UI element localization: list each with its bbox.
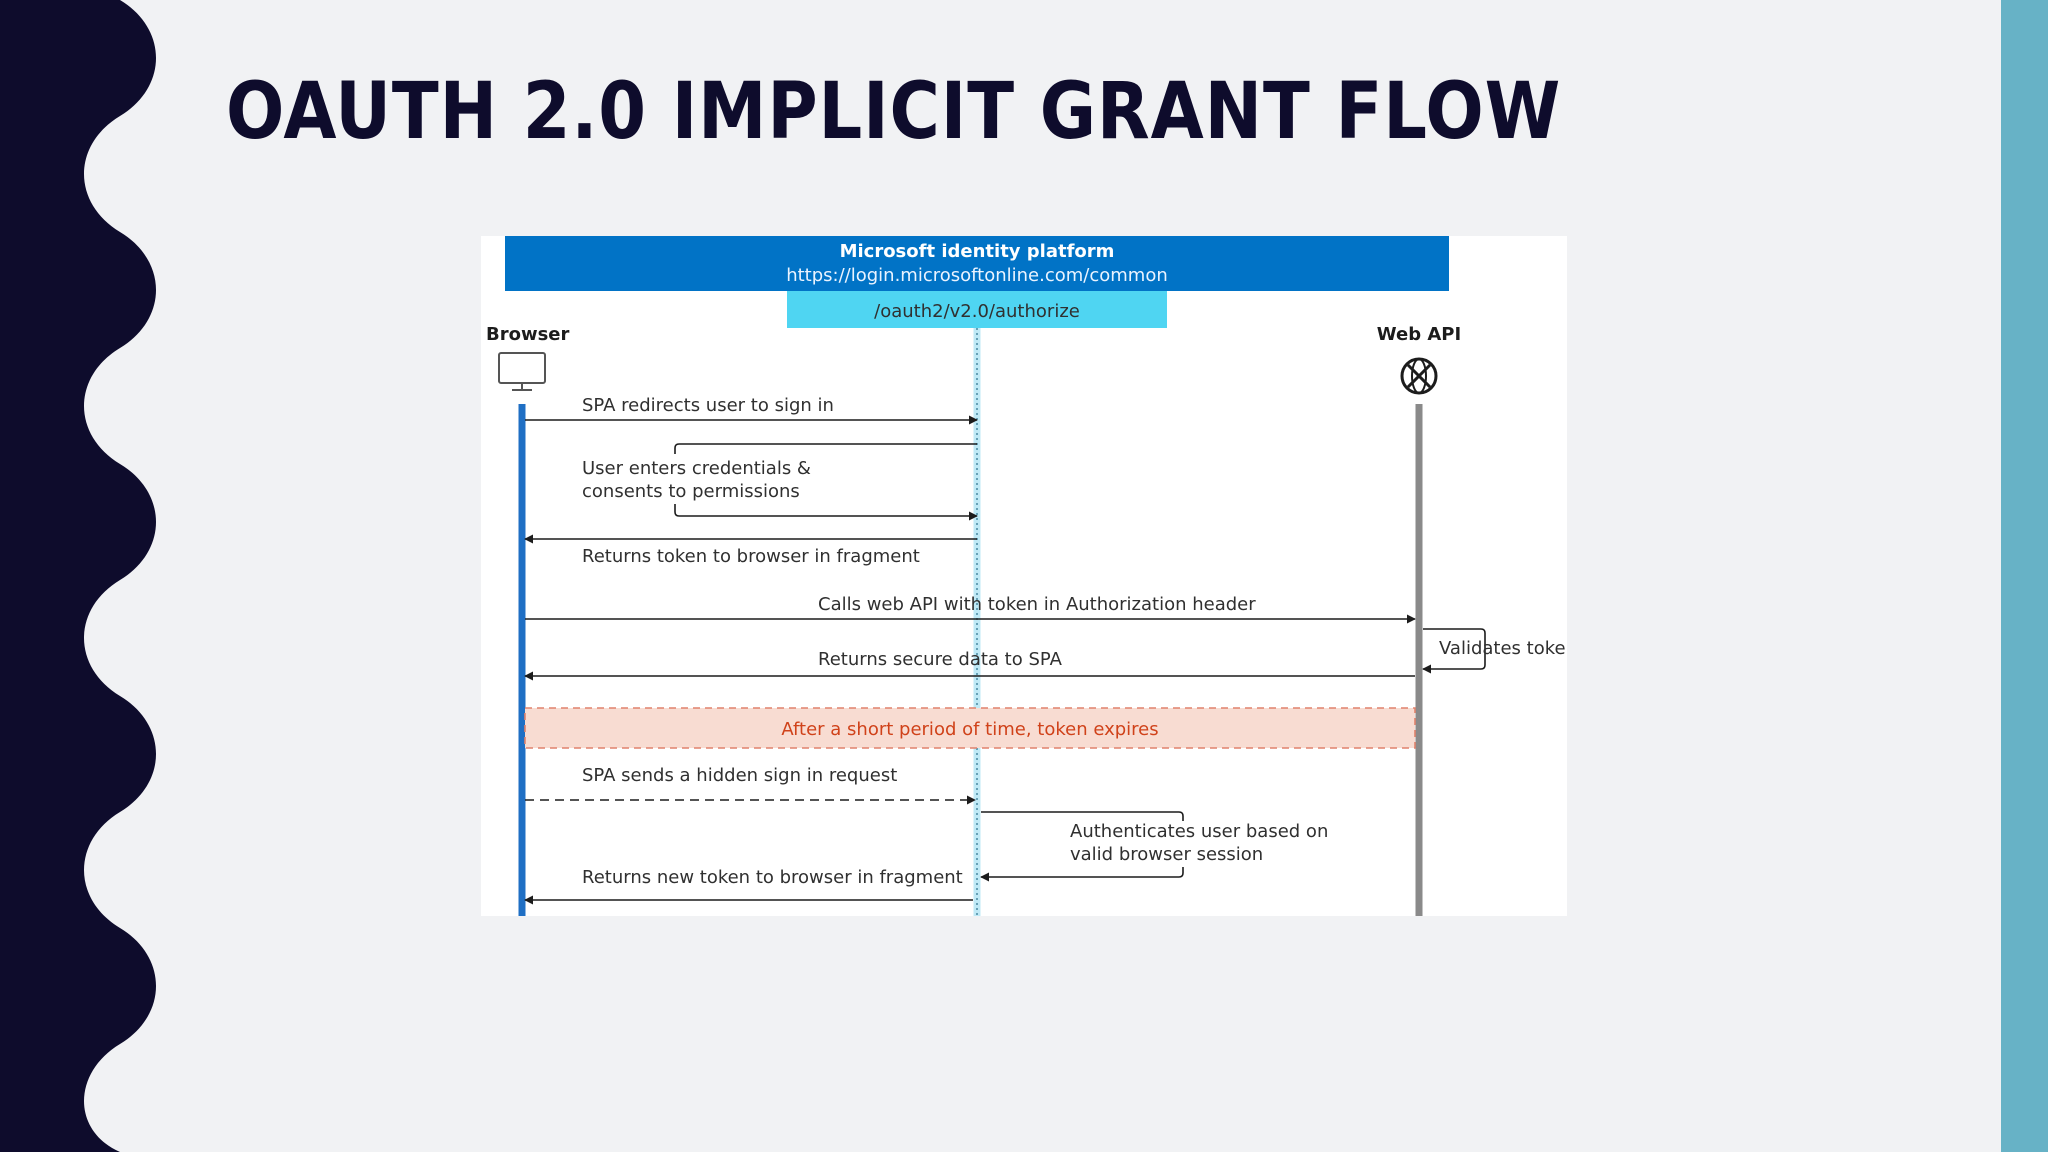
slide-title: OAUTH 2.0 IMPLICIT GRANT FLOW	[226, 67, 1562, 157]
endpoint-path: /oauth2/v2.0/authorize	[874, 301, 1080, 322]
message-returns-new-token: Returns new token to browser in fragment	[582, 867, 963, 888]
arrow-credentials	[674, 504, 978, 521]
message-returns-data: Returns secure data to SPA	[818, 649, 1063, 670]
message-spa-redirects: SPA redirects user to sign in	[582, 395, 834, 416]
diagram-background	[481, 236, 1567, 916]
message-authenticates-line1: Authenticates user based on	[1070, 821, 1328, 842]
decorative-right-bar	[2001, 0, 2048, 1152]
message-validates-token: Validates token	[1439, 638, 1567, 659]
web-api-globe-icon	[1400, 357, 1438, 395]
web-api-label: Web API	[1377, 324, 1461, 345]
message-authenticates-line2: valid browser session	[1070, 844, 1263, 865]
message-token-expires: After a short period of time, token expi…	[781, 719, 1158, 740]
platform-header-bar	[505, 236, 1449, 291]
bracket-authenticates-top	[981, 811, 1184, 821]
message-credentials-line1: User enters credentials &	[582, 458, 811, 479]
browser-label: Browser	[486, 324, 570, 345]
sequence-diagram: Microsoft identity platform https://logi…	[481, 236, 1567, 916]
arrow-authenticates	[980, 867, 1184, 882]
message-credentials-line2: consents to permissions	[582, 481, 800, 502]
token-expiry-band	[524, 707, 1416, 749]
platform-url: https://login.microsoftonline.com/common	[786, 265, 1168, 286]
browser-monitor-icon	[498, 352, 546, 391]
message-returns-token: Returns token to browser in fragment	[582, 546, 920, 567]
endpoint-box	[787, 291, 1167, 328]
message-calls-api: Calls web API with token in Authorizatio…	[818, 594, 1256, 615]
bracket-credentials-top	[674, 443, 977, 454]
message-hidden-signin: SPA sends a hidden sign in request	[582, 765, 897, 786]
arrow-validates-token	[1422, 628, 1486, 674]
decorative-wave-border	[0, 0, 156, 1152]
platform-name: Microsoft identity platform	[840, 241, 1115, 262]
